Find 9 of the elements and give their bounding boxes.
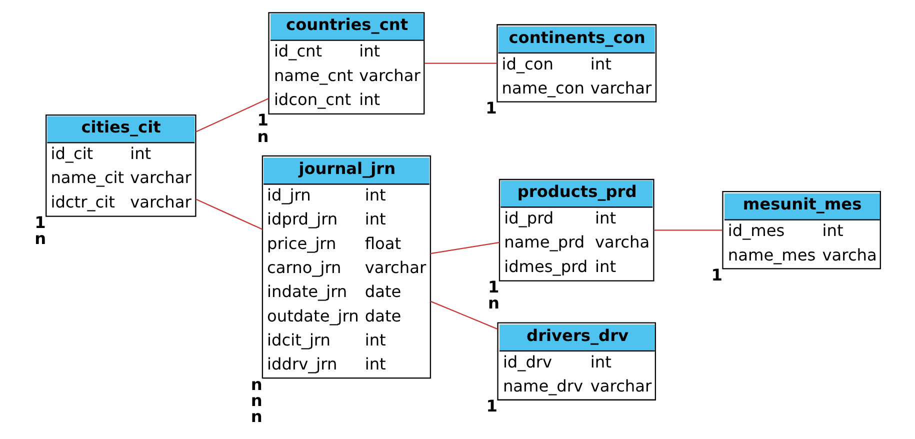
node-label: 1: [486, 98, 497, 118]
node-label: 1: [486, 396, 498, 416]
connector: [654, 230, 722, 231]
connector: [196, 98, 269, 132]
connector: [424, 62, 498, 64]
connector: [430, 242, 500, 254]
connector: [196, 198, 263, 230]
connector: [430, 300, 498, 330]
node-label: 1: [711, 265, 722, 284]
